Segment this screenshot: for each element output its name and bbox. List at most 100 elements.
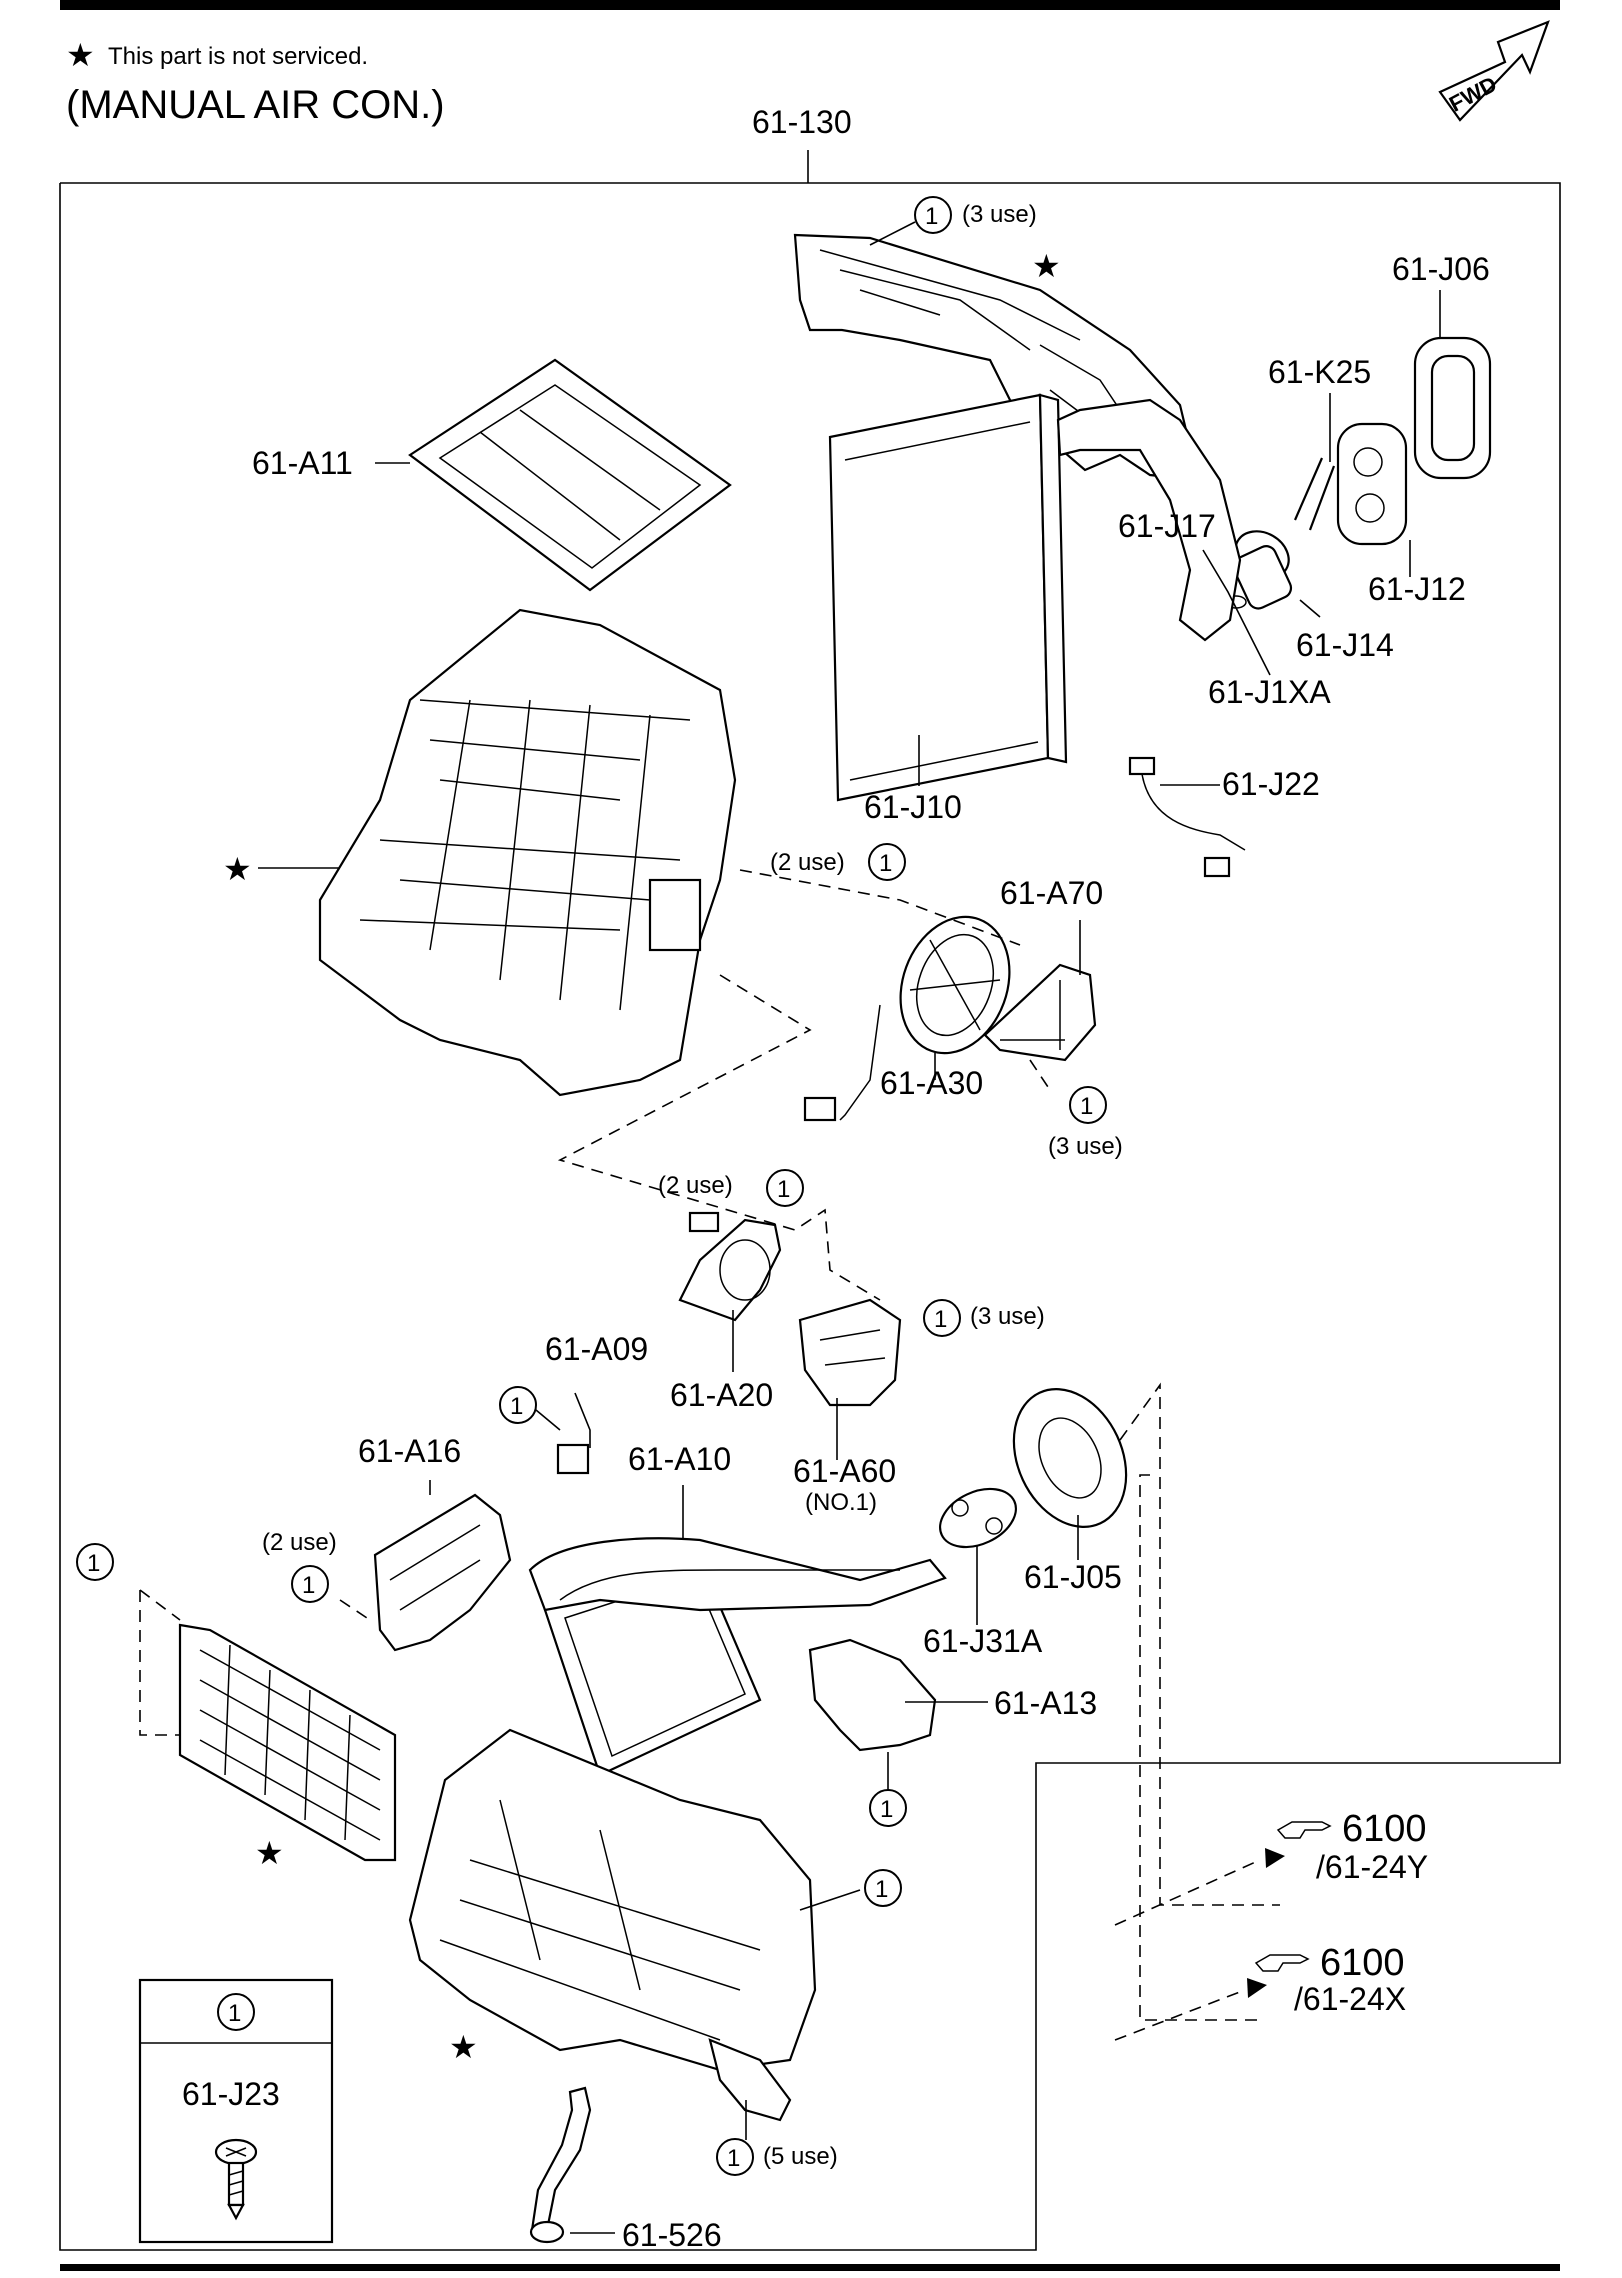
sensor-j22 bbox=[1128, 756, 1246, 878]
label-61-J12: 61-J12 bbox=[1368, 571, 1466, 607]
label-61-J10: 61-J10 bbox=[864, 789, 962, 825]
svg-text:(3 use): (3 use) bbox=[970, 1303, 1045, 1330]
actuator-a60 bbox=[798, 1298, 902, 1407]
heater-core-a10 bbox=[528, 1537, 947, 1777]
svg-text:1: 1 bbox=[875, 1876, 888, 1903]
cover-a13 bbox=[808, 1638, 937, 1752]
filter-frame-a11 bbox=[408, 358, 732, 592]
pointing-hand-icon bbox=[1276, 1821, 1332, 1839]
label-61-J1XA: 61-J1XA bbox=[1208, 674, 1331, 710]
svg-text:6100: 6100 bbox=[1320, 1942, 1405, 1984]
svg-text:1: 1 bbox=[879, 850, 892, 877]
svg-text:1: 1 bbox=[777, 1176, 790, 1203]
svg-text:1: 1 bbox=[228, 2000, 241, 2027]
lower-case-star: ★ bbox=[449, 2029, 478, 2065]
callout-a20-2use: (2 use) 1 bbox=[658, 1169, 804, 1207]
heater-unit-case bbox=[318, 608, 737, 1097]
label-61-A11: 61-A11 bbox=[252, 445, 353, 481]
pointing-hand-icon bbox=[1254, 1954, 1310, 1972]
ref-arrow-1 bbox=[1265, 1848, 1285, 1868]
duct-a16 bbox=[373, 1493, 512, 1652]
cross-ref-6100-24x[interactable]: 6100 /61-24X bbox=[1254, 1942, 1406, 2017]
label-61-J22: 61-J22 bbox=[1222, 766, 1320, 802]
svg-text:61-J23: 61-J23 bbox=[182, 2076, 280, 2112]
heater-unit-star: ★ bbox=[223, 851, 252, 887]
svg-text:1: 1 bbox=[925, 203, 938, 230]
gasket-j06 bbox=[1413, 336, 1492, 480]
lower-case bbox=[408, 1728, 817, 2122]
label-61-A10: 61-A10 bbox=[628, 1441, 731, 1477]
dashed-guides bbox=[139, 869, 1280, 2041]
not-serviced-star: ★ bbox=[66, 37, 95, 73]
svg-text:(3 use): (3 use) bbox=[962, 201, 1037, 228]
label-61-A30: 61-A30 bbox=[880, 1065, 983, 1101]
ref-arrow-2 bbox=[1247, 1978, 1267, 1998]
label-61-K25: 61-K25 bbox=[1268, 354, 1371, 390]
drain-hose-526 bbox=[529, 2086, 592, 2244]
label-61-J14: 61-J14 bbox=[1296, 627, 1394, 663]
svg-text:6100: 6100 bbox=[1342, 1808, 1427, 1850]
label-61-A70: 61-A70 bbox=[1000, 875, 1103, 911]
svg-text:1: 1 bbox=[87, 1550, 100, 1577]
callout-lower-case: 1 bbox=[864, 1869, 902, 1907]
label-61-J06: 61-J06 bbox=[1392, 251, 1490, 287]
label-61-A09: 61-A09 bbox=[545, 1331, 648, 1367]
actuator-a30 bbox=[803, 915, 1011, 1122]
callout-grille: 1 bbox=[76, 1543, 114, 1581]
svg-text:(3 use): (3 use) bbox=[1048, 1133, 1123, 1160]
bottom-rule bbox=[60, 2264, 1560, 2271]
callout-heater-2use: (2 use) 1 bbox=[770, 843, 906, 881]
clip-a09 bbox=[556, 1443, 590, 1475]
top-rule bbox=[60, 0, 1560, 10]
label-61-J31A: 61-J31A bbox=[923, 1623, 1043, 1659]
valve-j14 bbox=[1232, 530, 1293, 610]
label-61-526: 61-526 bbox=[622, 2217, 722, 2253]
legend-box: 1 61-J23 bbox=[138, 1978, 334, 2244]
callout-5use: 1 (5 use) bbox=[716, 2138, 838, 2176]
svg-text:1: 1 bbox=[302, 1572, 315, 1599]
label-61-A20: 61-A20 bbox=[670, 1377, 773, 1413]
plate-j31a bbox=[939, 1487, 1017, 1549]
actuator-a20 bbox=[678, 1211, 782, 1322]
svg-text:(2 use): (2 use) bbox=[770, 849, 845, 876]
bolts-k25 bbox=[1293, 457, 1336, 531]
grille-filter-star: ★ bbox=[255, 1835, 284, 1871]
svg-text:/61-24Y: /61-24Y bbox=[1316, 1849, 1428, 1885]
label-61-A60-sub: (NO.1) bbox=[805, 1489, 877, 1516]
label-61-J05: 61-J05 bbox=[1024, 1559, 1122, 1595]
screw-icon bbox=[214, 2138, 258, 2221]
callout-a09: 1 bbox=[499, 1386, 561, 1431]
callout-upper-duct: 1 (3 use) bbox=[869, 196, 1037, 246]
block-j12 bbox=[1336, 422, 1408, 546]
svg-text:1: 1 bbox=[510, 1393, 523, 1420]
evaporator-j10 bbox=[828, 393, 1242, 802]
callout-a13: 1 bbox=[869, 1789, 907, 1827]
svg-text:1: 1 bbox=[880, 1796, 893, 1823]
fwd-arrow-icon: FWD bbox=[1438, 20, 1550, 122]
page-title: (MANUAL AIR CON.) bbox=[66, 83, 445, 127]
gasket-j05 bbox=[1012, 1388, 1128, 1528]
cross-ref-6100-24y[interactable]: 6100 /61-24Y bbox=[1276, 1808, 1428, 1885]
actuator-a70 bbox=[983, 963, 1097, 1062]
label-61-J17: 61-J17 bbox=[1118, 508, 1216, 544]
svg-text:(2 use): (2 use) bbox=[658, 1172, 733, 1199]
not-serviced-note: This part is not serviced. bbox=[108, 43, 368, 70]
label-61-A16: 61-A16 bbox=[358, 1433, 461, 1469]
callout-a16-2use: (2 use) 1 bbox=[262, 1529, 337, 1603]
assembly-frame bbox=[59, 150, 1561, 2251]
label-61-A60: 61-A60 bbox=[793, 1453, 896, 1489]
svg-text:1: 1 bbox=[727, 2145, 740, 2172]
svg-text:(2 use): (2 use) bbox=[262, 1529, 337, 1556]
upper-duct-star: ★ bbox=[1032, 248, 1061, 284]
svg-text:1: 1 bbox=[934, 1306, 947, 1333]
svg-text:(5 use): (5 use) bbox=[763, 2143, 838, 2170]
svg-text:1: 1 bbox=[1080, 1093, 1093, 1120]
leader-lines bbox=[375, 290, 1441, 2234]
label-61-A13: 61-A13 bbox=[994, 1685, 1097, 1721]
callout-a70-3use: 1 (3 use) bbox=[1048, 1086, 1123, 1160]
svg-text:/61-24X: /61-24X bbox=[1294, 1981, 1406, 2017]
grille-filter bbox=[178, 1623, 397, 1862]
callout-a60-3use: 1 (3 use) bbox=[923, 1299, 1045, 1337]
assembly-label: 61-130 bbox=[752, 104, 852, 140]
